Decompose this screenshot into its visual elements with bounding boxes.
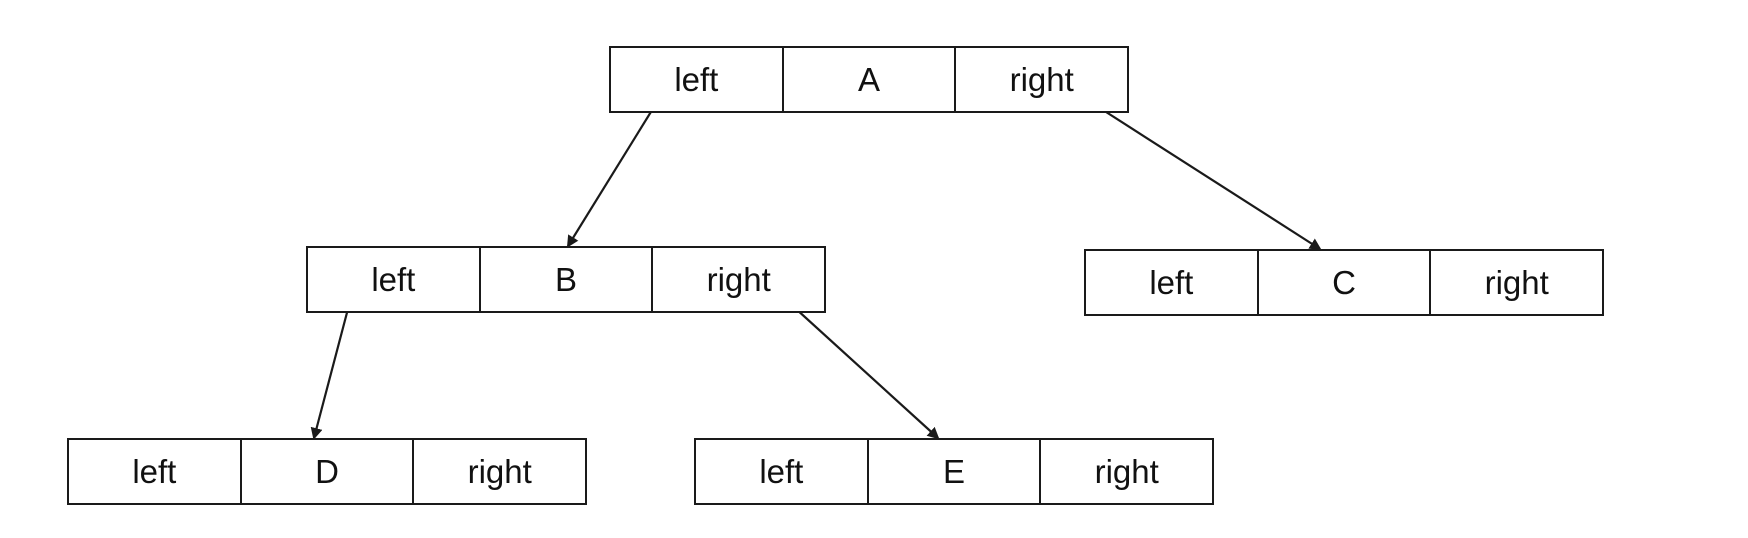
node-c-left-pointer: left: [1149, 263, 1194, 301]
edge-b-right-to-e: [772, 287, 940, 440]
node-c-value: C: [1256, 251, 1430, 314]
node-d-right-pointer: right: [412, 440, 585, 503]
node-e-left-pointer: left: [759, 452, 804, 490]
node-e-right-pointer: right: [1039, 440, 1212, 503]
node-d-left-pointer: left: [132, 452, 177, 490]
node-a-value: A: [781, 48, 955, 111]
node-e-value: E: [866, 440, 1040, 503]
node-b-value: B: [478, 248, 652, 311]
node-c-right-pointer: right: [1429, 251, 1602, 314]
edge-a-left-to-b: [566, 93, 663, 248]
edge-a-right-to-c: [1077, 93, 1322, 251]
tree-node-b: left B right: [306, 246, 826, 313]
node-b-left-pointer: left: [371, 260, 416, 298]
tree-node-e: left E right: [694, 438, 1214, 505]
tree-node-a: left A right: [609, 46, 1129, 113]
tree-node-c: left C right: [1084, 249, 1604, 316]
node-b-right-pointer: right: [651, 248, 824, 311]
node-a-left-pointer: left: [674, 60, 719, 98]
node-d-value: D: [239, 440, 413, 503]
node-a-right-pointer: right: [954, 48, 1127, 111]
tree-node-d: left D right: [67, 438, 587, 505]
